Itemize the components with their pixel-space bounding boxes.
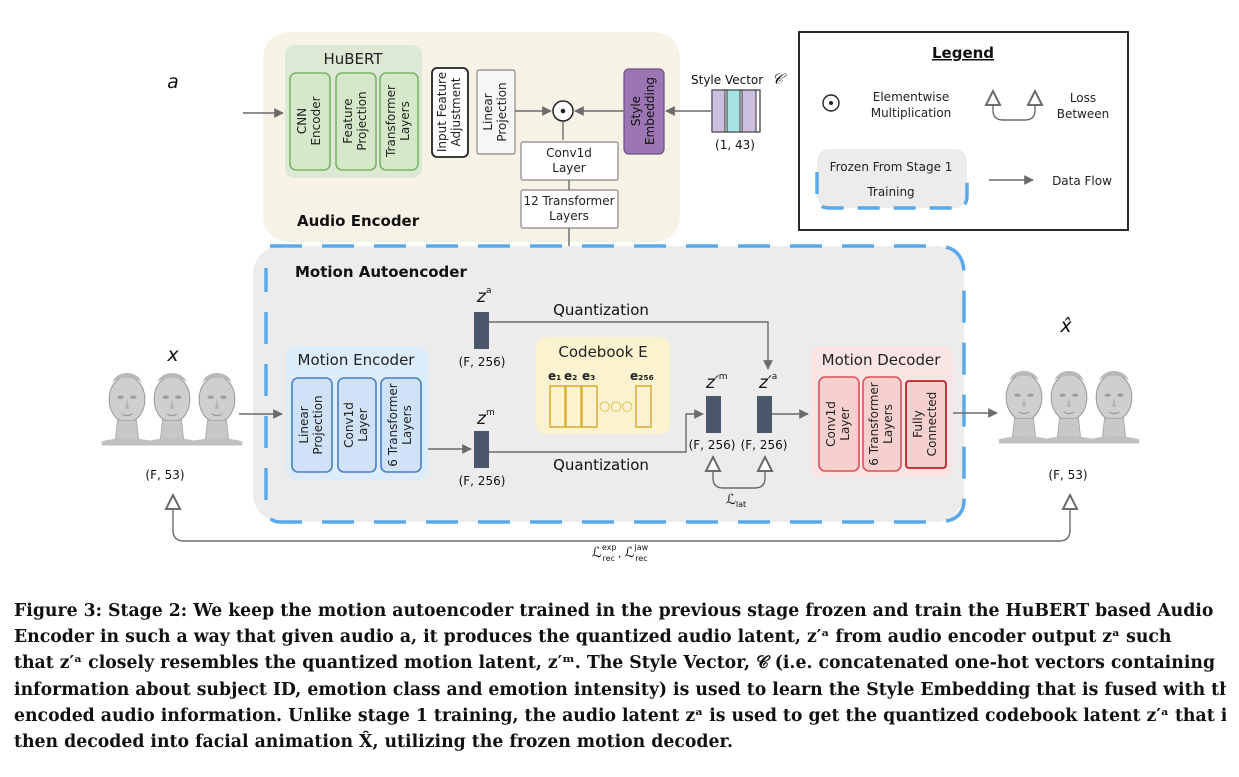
decoder-fully-connected-label: FullyConnected [911, 392, 939, 457]
motion-6transformer-block [380, 377, 422, 473]
arrow-quantization-top [489, 321, 773, 370]
caption-line: Figure 3: Stage 2: We keep the motion au… [14, 601, 1214, 621]
codebook-title: Codebook E [558, 343, 647, 361]
style-vector-label: Style Vector [691, 73, 763, 87]
style-vector-icon [711, 89, 761, 133]
latent-zpm-shape: (F, 256) [689, 438, 736, 452]
linear-projection-block [476, 69, 516, 155]
latent-zpa-label: z′a [758, 372, 777, 393]
motion-autoencoder-title: Motion Autoencoder [295, 263, 467, 281]
codebook-entry-2: e₂ [564, 369, 577, 383]
style-embedding-label: StyleEmbedding [629, 77, 657, 145]
legend-frozen-swatch [817, 149, 967, 208]
codebook-entry-1: e₁ [548, 369, 561, 383]
legend-frozen-dash-icon [815, 170, 969, 210]
motion-conv1d-block [337, 377, 377, 473]
latent-za-block [474, 312, 489, 349]
arrow-quantization-bottom [489, 409, 704, 453]
audio-waveform-icon [116, 92, 234, 134]
motion-encoder-title: Motion Encoder [298, 351, 416, 369]
codebook-vectors-icon [549, 385, 652, 428]
output-face-meshes [998, 370, 1140, 445]
motion-linear-projection-block [291, 377, 333, 473]
feature-projection-label: FeatureProjection [341, 91, 369, 150]
reconstruction-loss-connector [173, 502, 1070, 542]
codebook-entry-256: e₂₅₆ [630, 369, 654, 383]
codebook-entry-3: e₃ [582, 369, 595, 383]
decoder-6transformer-label: 6 TransformerLayers [867, 382, 895, 466]
legend-title: Legend [932, 44, 994, 62]
motion-decoder-title: Motion Decoder [822, 351, 942, 369]
architecture-diagram: HuBERT CNNEncoder FeatureProjection Tran… [101, 31, 1140, 563]
latent-za-shape: (F, 256) [459, 355, 506, 369]
figure-caption: Figure 3: Stage 2: We keep the motion au… [14, 598, 1226, 755]
latent-zpa-shape: (F, 256) [741, 438, 788, 452]
caption-line: encoded audio information. Unlike stage … [14, 705, 1226, 726]
style-vector-symbol: 𝒞 [772, 70, 787, 88]
audio-symbol: a [167, 71, 179, 93]
decoder-conv1d-label: Conv1dLayer [824, 401, 852, 447]
motion-linear-projection-label: LinearProjection [297, 395, 325, 454]
caption-line: then decoded into facial animation X̂, u… [14, 732, 733, 753]
quantization-top-label: Quantization [553, 301, 649, 319]
decoder-conv1d-block [818, 376, 860, 472]
frozen-dashed-border [264, 244, 966, 524]
latent-zpa-block [757, 396, 772, 433]
input-motion-symbol: x [166, 344, 179, 366]
input-feature-adjustment-label: Input FeatureAdjustment [435, 72, 463, 152]
codebook-ellipsis: ○○○ [599, 399, 633, 414]
output-motion-shape: (F, 53) [1048, 468, 1087, 482]
latent-loss-connector [713, 464, 765, 489]
latent-zpm-label: z′m [705, 372, 728, 393]
motion-conv1d-label: Conv1dLayer [342, 402, 370, 448]
caption-line: Encoder in such a way that given audio a… [14, 627, 1172, 648]
latent-zm-label: zm [476, 408, 495, 429]
style-vector-shape: (1, 43) [715, 138, 755, 152]
feature-projection-block [335, 72, 377, 171]
decoder-fully-connected-block [905, 380, 947, 469]
hubert-title: HuBERT [323, 50, 383, 68]
motion-6transformer-label: 6 TransformerLayers [386, 383, 414, 467]
legend-dataflow-label: Data Flow [1052, 174, 1112, 188]
input-motion-shape: (F, 53) [145, 468, 184, 482]
caption-line: that z′ᵃ closely resembles the quantized… [14, 653, 1216, 674]
quantization-bottom-label: Quantization [553, 456, 649, 474]
input-feature-adjustment-block [431, 67, 469, 158]
decoder-6transformer-block [862, 376, 902, 472]
output-motion-symbol: x̂ [1059, 315, 1072, 337]
hubert-transformer-label: TransformerLayers [384, 85, 412, 158]
cnn-encoder-block [289, 72, 331, 171]
latent-zpm-block [706, 396, 721, 433]
linear-projection-label: LinearProjection [481, 82, 509, 141]
cnn-encoder-label: CNNEncoder [295, 96, 323, 145]
caption-line: information about subject ID, emotion cl… [14, 679, 1226, 700]
hubert-transformer-block [379, 72, 419, 171]
latent-za-label: za [476, 286, 491, 307]
latent-zm-shape: (F, 256) [459, 474, 506, 488]
latent-zm-block [474, 431, 489, 468]
audio-encoder-title: Audio Encoder [297, 212, 420, 230]
legend-loss-icon [993, 98, 1035, 121]
input-face-meshes [101, 372, 243, 447]
